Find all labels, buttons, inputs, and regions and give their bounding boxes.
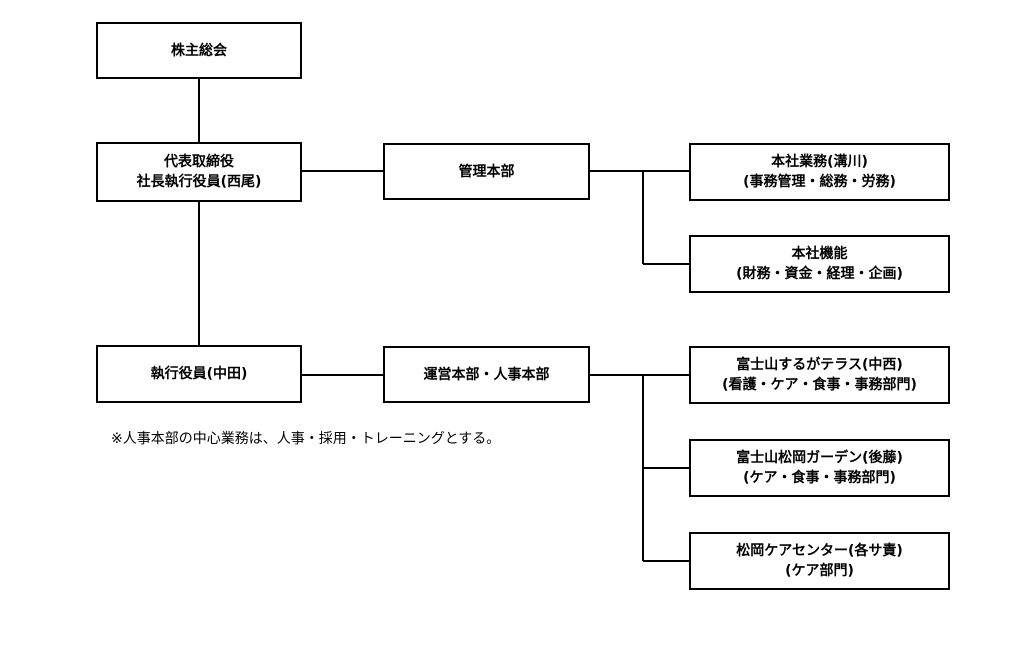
node-label: 株主総会 — [171, 42, 227, 59]
node-label: 執行役員(中田) — [150, 366, 248, 382]
footnote: ※人事本部の中心業務は、人事・採用・トレーニングとする。 — [111, 431, 501, 447]
node-president: 代表取締役 社長執行役員(西尾) — [96, 142, 302, 202]
node-sublabel: (看護・ケア・食事・事務部門) — [722, 377, 917, 393]
node-label: 富士山するがテラス(中西) — [736, 357, 903, 373]
node-shareholders-meeting: 株主総会 — [96, 22, 302, 79]
node-sublabel: (財務・資金・経理・企画) — [736, 266, 903, 282]
node-executive-officer: 執行役員(中田) — [96, 345, 302, 403]
node-ops-hr-hq: 運営本部・人事本部 — [383, 346, 590, 403]
node-fuji-matsuoka-garden: 富士山松岡ガーデン(後藤) (ケア・食事・事務部門) — [689, 439, 950, 497]
node-label: 松岡ケアセンター(各サ責) — [736, 543, 903, 559]
node-sublabel: (ケア部門) — [785, 563, 854, 579]
node-hq-business: 本社業務(溝川) (事務管理・総務・労務) — [689, 143, 950, 201]
node-sublabel: 社長執行役員(西尾) — [136, 174, 262, 190]
node-label: 富士山松岡ガーデン(後藤) — [736, 450, 903, 466]
node-admin-hq: 管理本部 — [383, 143, 590, 200]
node-fuji-suruga-terrace: 富士山するがテラス(中西) (看護・ケア・食事・事務部門) — [689, 346, 950, 404]
node-sublabel: (事務管理・総務・労務) — [743, 174, 896, 190]
node-hq-functions: 本社機能 (財務・資金・経理・企画) — [689, 235, 950, 293]
node-matsuoka-care-center: 松岡ケアセンター(各サ責) (ケア部門) — [689, 532, 950, 590]
node-label: 管理本部 — [458, 163, 515, 180]
node-label: 代表取締役 — [164, 154, 234, 170]
node-label: 本社機能 — [791, 246, 848, 262]
node-label: 運営本部・人事本部 — [423, 366, 550, 383]
node-label: 本社業務(溝川) — [771, 154, 868, 170]
node-sublabel: (ケア・食事・事務部門) — [743, 470, 896, 486]
